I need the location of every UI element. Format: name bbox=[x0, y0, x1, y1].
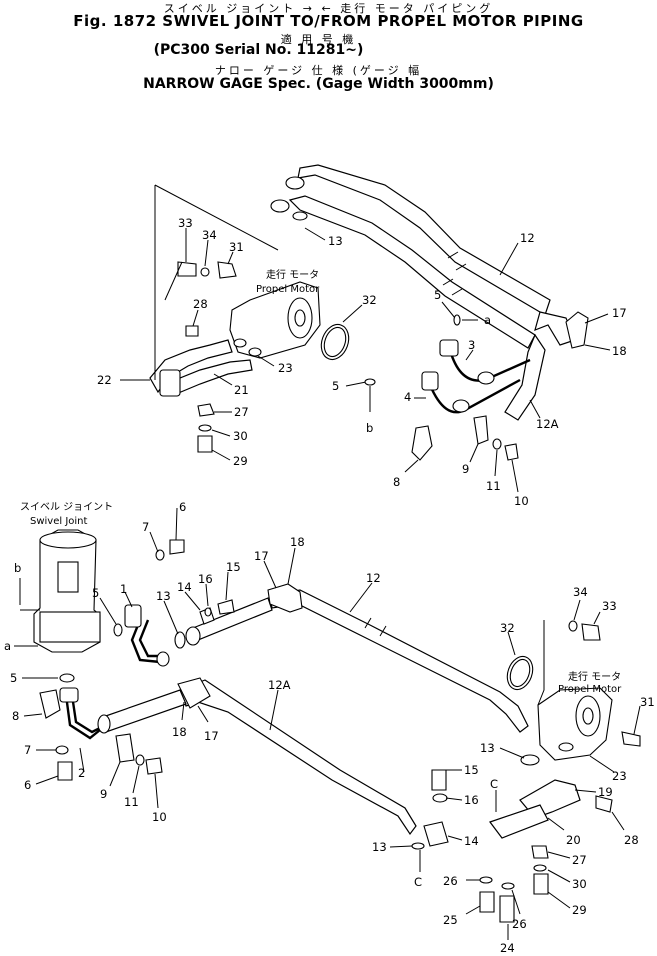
callout-34: 34 bbox=[202, 228, 217, 242]
callout-b-bottom: b bbox=[14, 561, 21, 575]
hose-12-top bbox=[297, 164, 551, 316]
figure-title: Fig. 1872 SWIVEL JOINT TO/FROM PROPEL MO… bbox=[73, 12, 584, 30]
callout-18-top: 18 bbox=[612, 344, 627, 358]
callout-12A-bottom: 12A bbox=[268, 678, 291, 692]
callout-27-bottom: 27 bbox=[572, 853, 587, 867]
callout-13: 13 bbox=[328, 234, 343, 248]
callout-12-bottom: 12 bbox=[366, 571, 381, 585]
callout-13-bottom: 13 bbox=[156, 589, 171, 603]
callout-20: 20 bbox=[566, 833, 581, 847]
callout-26-left: 26 bbox=[443, 874, 458, 888]
callout-24: 24 bbox=[500, 941, 515, 955]
callout-16-bottom: 16 bbox=[198, 572, 213, 586]
callout-16-right: 16 bbox=[464, 793, 479, 807]
callout-10-top: 10 bbox=[514, 494, 529, 508]
callout-C-right: C bbox=[490, 777, 498, 791]
callout-5-swivel: 5 bbox=[92, 586, 99, 600]
callout-b-top: b bbox=[366, 421, 373, 435]
callout-18-upper: 18 bbox=[290, 535, 305, 549]
hose-12A-bottom bbox=[179, 679, 417, 836]
callout-30-top: 30 bbox=[233, 429, 248, 443]
propel-motor-top-label: Propel Motor bbox=[256, 284, 320, 295]
callout-28-bottom: 28 bbox=[624, 833, 639, 847]
callout-12: 12 bbox=[520, 231, 535, 245]
callout-3: 3 bbox=[468, 338, 475, 352]
title-japanese: スイベル ジョイント → ← 走行 モータ パイピング bbox=[163, 2, 494, 15]
callout-11-bottom: 11 bbox=[124, 795, 139, 809]
swivel-joint-label: Swivel Joint bbox=[30, 516, 88, 527]
callout-6-bottom: 6 bbox=[179, 500, 186, 514]
callout-12A-top: 12A bbox=[536, 417, 559, 431]
callout-5-lower: 5 bbox=[10, 671, 17, 685]
callout-13-lower: 13 bbox=[372, 840, 387, 854]
callout-22: 22 bbox=[97, 373, 112, 387]
callout-29-top: 29 bbox=[233, 454, 248, 468]
callout-31-bottom: 31 bbox=[640, 695, 655, 709]
hose-12A-top bbox=[288, 195, 536, 349]
callout-25: 25 bbox=[443, 913, 458, 927]
hose-12-bottom bbox=[269, 589, 529, 733]
propel-motor-bottom-jp: 走行 モータ bbox=[568, 670, 621, 683]
top-callouts: 33 34 31 13 12 32 5 a 17 18 28 3 22 21 2… bbox=[97, 216, 627, 508]
callout-19: 19 bbox=[598, 785, 613, 799]
callout-27-top: 27 bbox=[234, 405, 249, 419]
callout-C-lower: C bbox=[414, 875, 422, 889]
callout-8-bottom: 8 bbox=[12, 709, 19, 723]
callout-8-top: 8 bbox=[393, 475, 400, 489]
callout-23-top: 23 bbox=[278, 361, 293, 375]
propel-motor-bottom bbox=[537, 687, 613, 761]
callout-a-bottom: a bbox=[4, 639, 11, 653]
callout-5-top: 5 bbox=[434, 288, 441, 302]
callout-9-bottom: 9 bbox=[100, 787, 107, 801]
callout-2: 2 bbox=[78, 766, 85, 780]
callout-13-right: 13 bbox=[480, 741, 495, 755]
callout-17-top: 17 bbox=[612, 306, 627, 320]
callout-21: 21 bbox=[234, 383, 249, 397]
callout-30-bottom: 30 bbox=[572, 877, 587, 891]
callout-17-lower: 17 bbox=[204, 729, 219, 743]
propel-motor-bottom-label: Propel Motor bbox=[558, 684, 622, 695]
serial-range: (PC300 Serial No. 11281~) bbox=[153, 42, 364, 58]
callout-23-bottom: 23 bbox=[612, 769, 627, 783]
callout-14-bottom: 14 bbox=[177, 580, 192, 594]
bottom-callouts: 6 7 1 b 5 a 5 8 2 7 6 13 14 16 15 17 18 … bbox=[4, 500, 655, 955]
callout-1: 1 bbox=[120, 582, 127, 596]
callout-28-top: 28 bbox=[193, 297, 208, 311]
swivel-joint-jp: スイベル ジョイント bbox=[20, 501, 113, 513]
callout-11-top: 11 bbox=[486, 479, 501, 493]
propel-motor-top-jp: 走行 モータ bbox=[266, 268, 319, 281]
callout-6-lower: 6 bbox=[24, 778, 31, 792]
callout-17-upper: 17 bbox=[254, 549, 269, 563]
callout-18-lower: 18 bbox=[172, 725, 187, 739]
callout-7-bottom: 7 bbox=[142, 520, 149, 534]
callout-32-bottom: 32 bbox=[500, 621, 515, 635]
callout-15-bottom: 15 bbox=[226, 560, 241, 574]
applicable-japanese: 適 用 号 機 bbox=[280, 33, 357, 46]
callout-7-lower: 7 bbox=[24, 743, 31, 757]
callout-33: 33 bbox=[178, 216, 193, 230]
top-assembly bbox=[149, 164, 589, 461]
callout-29-bottom: 29 bbox=[572, 903, 587, 917]
spec-japanese: ナロー ゲージ 仕 様 (ゲージ 幅 bbox=[214, 64, 423, 77]
callout-34-bottom: 34 bbox=[573, 585, 588, 599]
gage-spec: NARROW GAGE Spec. (Gage Width 3000mm) bbox=[143, 76, 494, 92]
callout-33-bottom: 33 bbox=[602, 599, 617, 613]
callout-32: 32 bbox=[362, 293, 377, 307]
callout-4: 4 bbox=[404, 390, 411, 404]
callout-5-mid: 5 bbox=[332, 379, 339, 393]
callout-15-right: 15 bbox=[464, 763, 479, 777]
callout-26-right: 26 bbox=[512, 917, 527, 931]
callout-a-top: a bbox=[484, 313, 491, 327]
bottom-assembly bbox=[33, 529, 641, 923]
callout-10-bottom: 10 bbox=[152, 810, 167, 824]
callout-31: 31 bbox=[229, 240, 244, 254]
callout-14-right: 14 bbox=[464, 834, 479, 848]
callout-9-top: 9 bbox=[462, 462, 469, 476]
